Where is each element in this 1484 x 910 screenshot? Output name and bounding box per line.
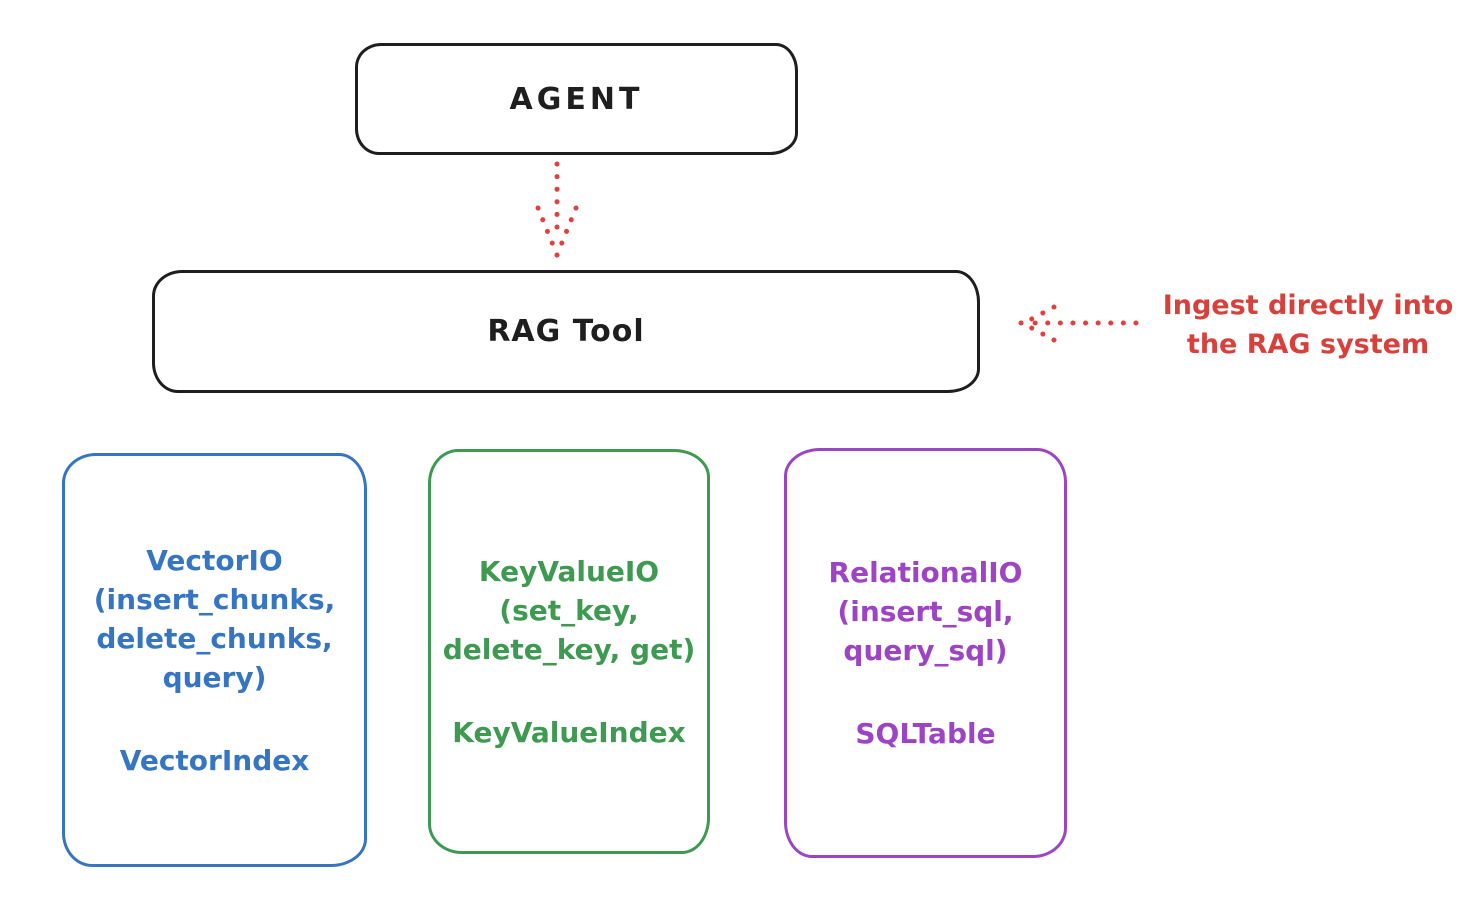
sql-table-label: SQLTable — [855, 717, 996, 750]
agent-to-ragtool-arrow — [535, 161, 579, 258]
arrowhead-left-stroke — [535, 205, 558, 253]
arrowhead-top-stroke — [1023, 304, 1057, 325]
rag-tool-box: RAG Tool — [152, 270, 980, 393]
arrowhead-bottom-stroke — [1023, 322, 1057, 343]
keyvalue-io-box: KeyValueIO (set_key, delete_key, get) Ke… — [428, 449, 710, 854]
annotation-to-ragtool-arrow — [1018, 304, 1139, 343]
keyvalue-index-label: KeyValueIndex — [452, 715, 686, 749]
keyvalue-io-title: KeyValueIO (set_key, delete_key, get) — [442, 554, 696, 666]
relational-io-box: RelationalIO (insert_sql, query_sql) SQL… — [784, 448, 1067, 858]
vector-io-title: VectorIO (insert_chunks, delete_chunks, … — [93, 543, 336, 694]
agent-box-label: AGENT — [509, 81, 644, 117]
vector-io-box: VectorIO (insert_chunks, delete_chunks, … — [62, 453, 367, 867]
arrowhead-right-stroke — [556, 205, 579, 253]
relational-io-title: RelationalIO (insert_sql, query_sql) — [828, 556, 1023, 667]
vector-index-label: VectorIndex — [119, 743, 310, 777]
ingest-annotation: Ingest directly into the RAG system — [1162, 290, 1454, 360]
agent-box: AGENT — [355, 43, 798, 155]
rag-tool-box-label: RAG Tool — [487, 314, 645, 349]
